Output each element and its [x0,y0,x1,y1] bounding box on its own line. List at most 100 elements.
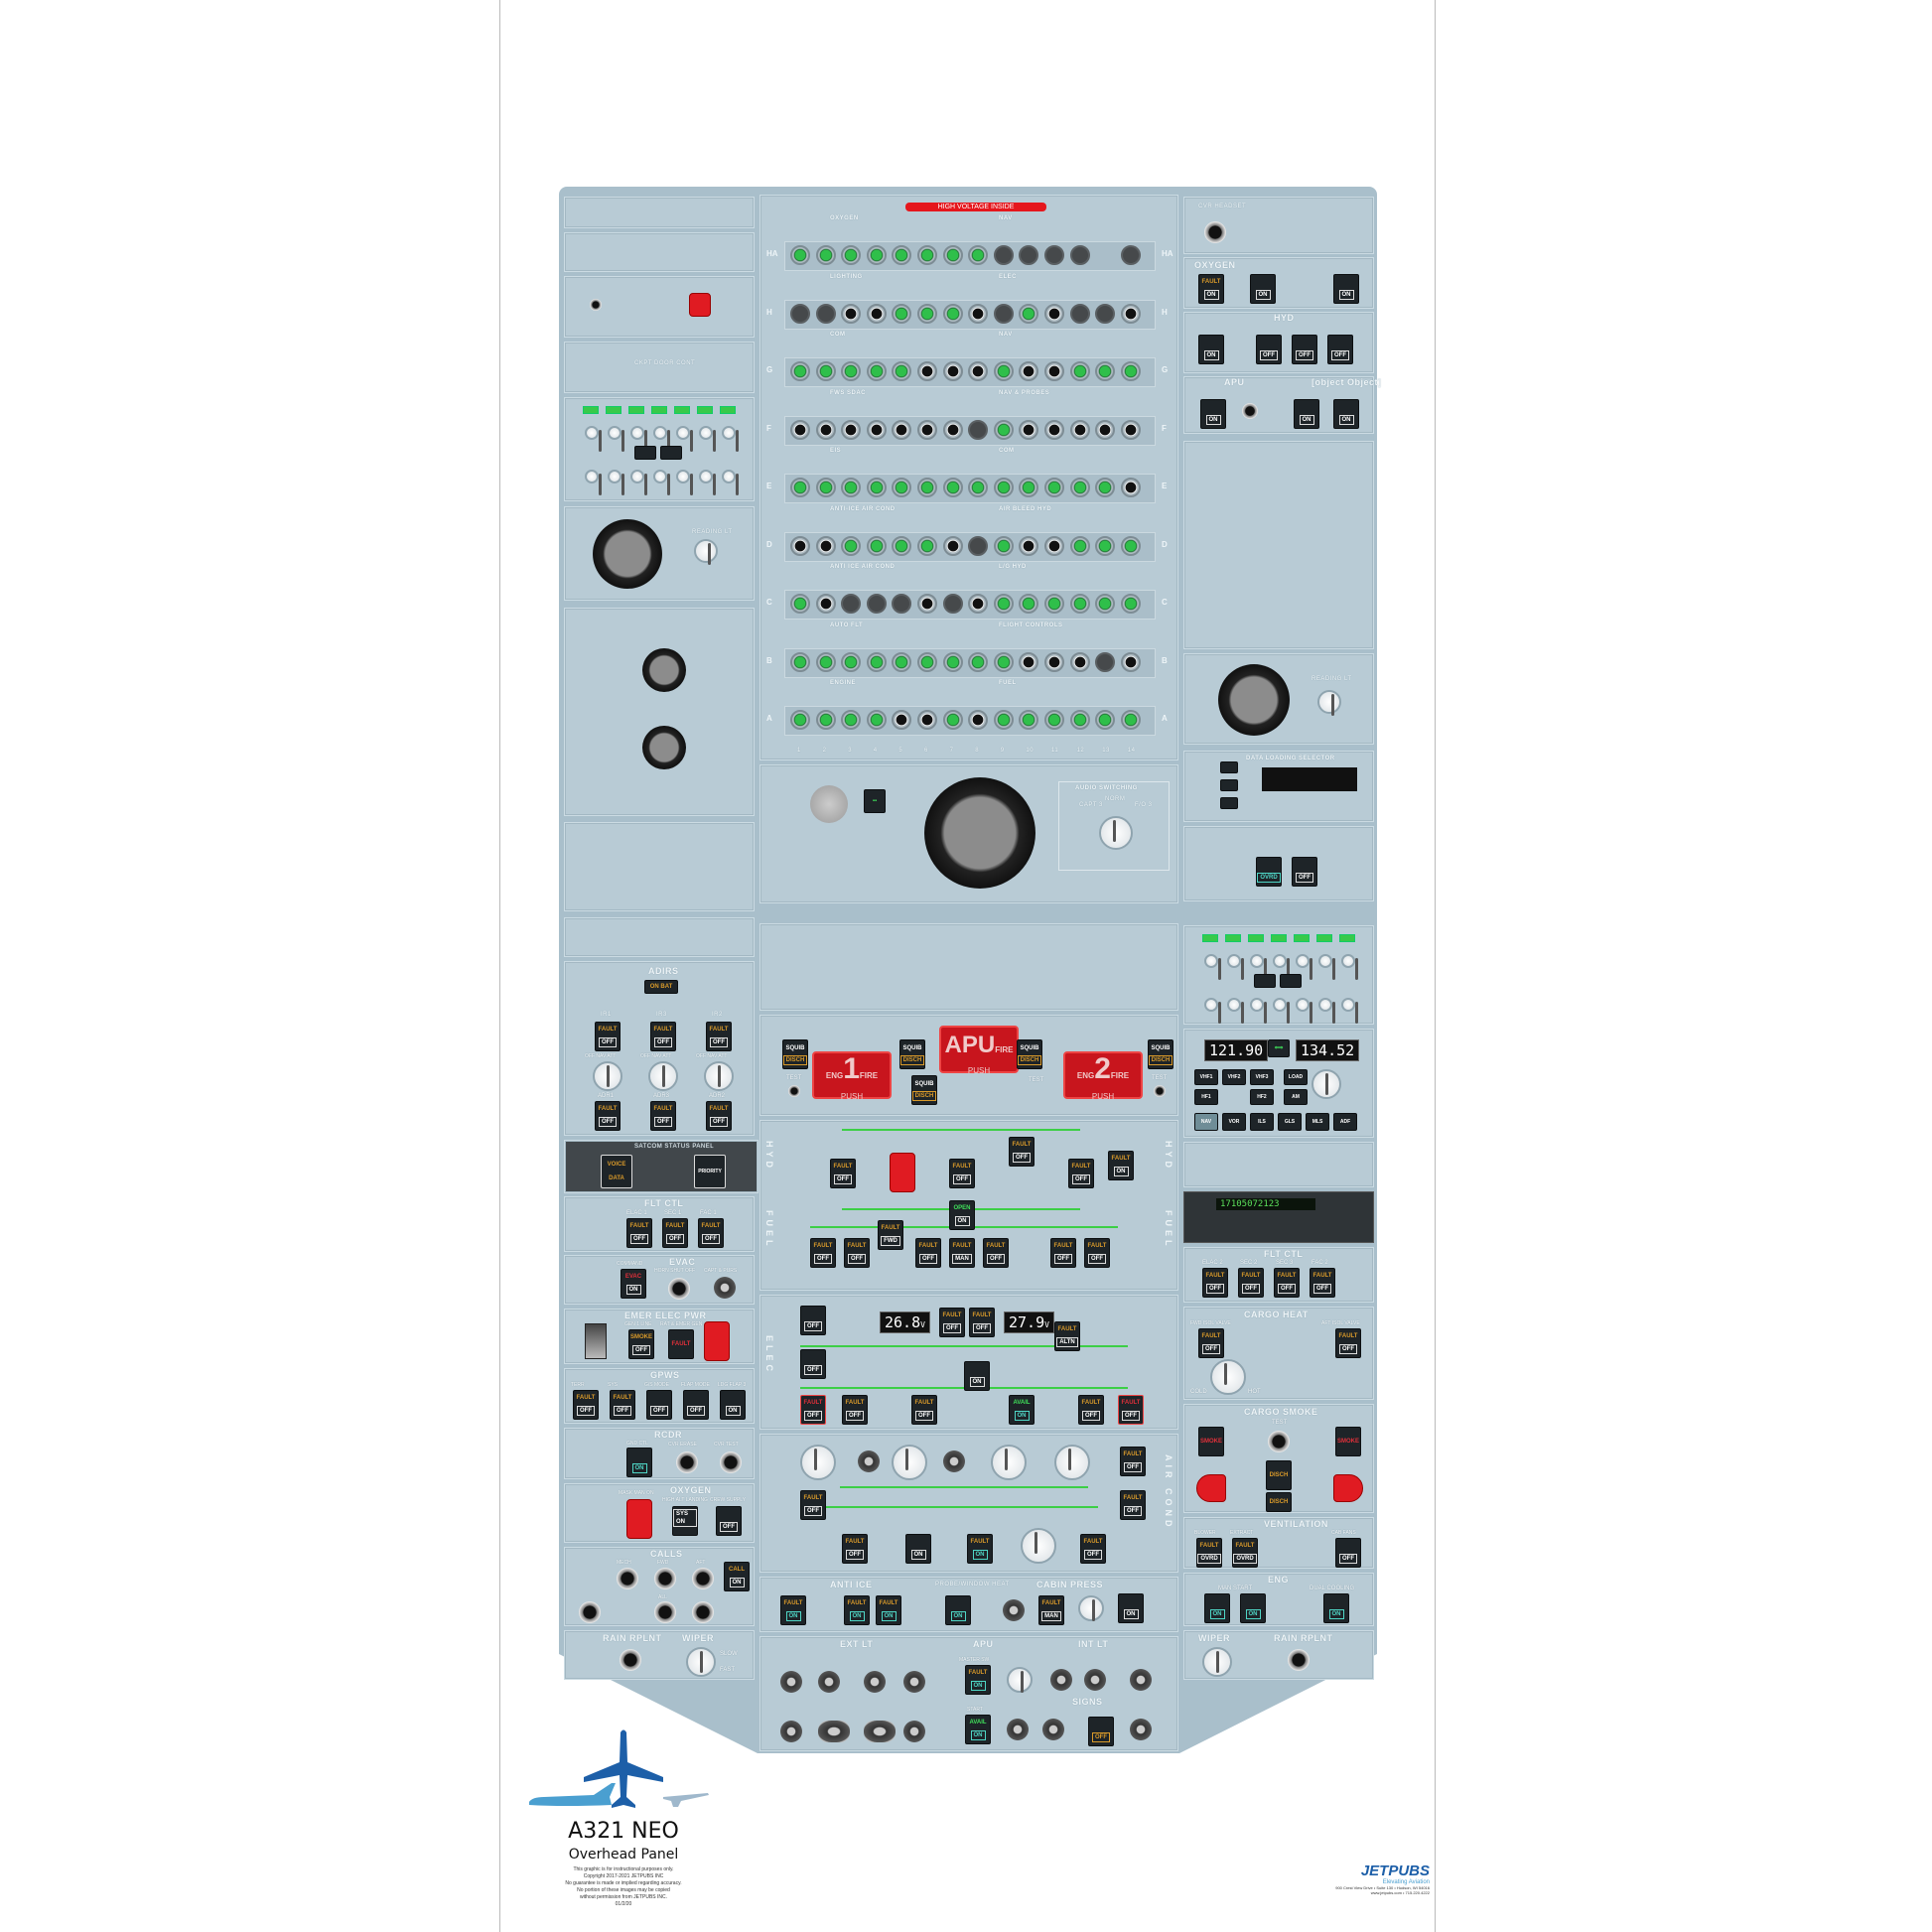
circuit-breaker-C6[interactable] [917,594,937,614]
adjust-knob[interactable] [630,470,647,495]
call-mech-button[interactable] [617,1568,638,1589]
rmp-key-load[interactable]: LOAD [1284,1069,1308,1085]
circuit-breaker-HA1[interactable] [790,245,810,265]
cockpit-voice-button[interactable]: ▪▪ [864,789,886,813]
circuit-breaker-G7[interactable] [942,361,963,381]
circuit-breaker-G11[interactable] [1044,361,1064,381]
gpws-g-s-mode-button[interactable]: OFF [646,1390,672,1420]
circuit-breaker-H5[interactable] [892,303,912,324]
ldg-elev-selector[interactable] [1078,1595,1104,1621]
rmp-key-am[interactable]: AM [1284,1089,1308,1105]
adjust-knob[interactable] [722,426,739,452]
circuit-breaker-B5[interactable] [892,651,912,672]
land-l-switch[interactable] [818,1721,850,1742]
man-on-guard[interactable] [704,1321,730,1361]
fwd-disch-guard[interactable] [1196,1474,1226,1502]
circuit-breaker-C7[interactable] [942,594,963,614]
bat1-button[interactable]: OFF [800,1306,826,1335]
circuit-breaker-B14[interactable] [1120,651,1141,672]
circuit-breaker-D7[interactable] [942,535,963,556]
circuit-breaker-A5[interactable] [892,710,912,730]
gnd-hf-datalink-button[interactable]: OVRD [1256,857,1282,887]
adjust-knob[interactable] [1341,998,1358,1024]
leak-meas-b-button[interactable]: OFF [1292,335,1317,364]
resource-button[interactable]: ON [1333,274,1359,304]
cargo-temp-selector[interactable] [1210,1359,1246,1395]
circuit-breaker-H14[interactable] [1120,303,1141,324]
circuit-breaker-F12[interactable] [1069,419,1090,440]
circuit-breaker-G12[interactable] [1069,361,1090,381]
circuit-breaker-G3[interactable] [841,361,862,381]
circuit-breaker-F5[interactable] [892,419,912,440]
adjust-knob[interactable] [1296,998,1312,1024]
cargo-smoke-test-button[interactable] [1268,1431,1290,1452]
cockpit-temp-selector[interactable] [892,1445,927,1480]
circuit-breaker-F1[interactable] [790,419,810,440]
adjust-knob[interactable] [1318,954,1335,980]
circuit-breaker-A9[interactable] [993,710,1014,730]
circuit-breaker-D2[interactable] [815,535,836,556]
capt-purs-switch[interactable] [714,1277,736,1299]
eng1-fadec-gnd-pwr-button[interactable]: ON [1294,399,1319,429]
circuit-breaker-C3[interactable] [841,594,862,614]
pack-flow-selector[interactable] [800,1445,836,1480]
reset-button[interactable] [1280,974,1302,988]
adjust-knob[interactable] [608,470,624,495]
adjust-knob[interactable] [1318,998,1335,1024]
cidls-button[interactable]: ON [1250,274,1276,304]
circuit-breaker-H4[interactable] [866,303,887,324]
fo-heater-switch[interactable] [943,1450,965,1472]
circuit-breaker-D8[interactable] [968,535,989,556]
adjust-knob[interactable] [653,470,670,495]
blue-pump-ovrd-button[interactable]: ON [1198,335,1224,364]
ptu-guard[interactable] [890,1153,915,1192]
circuit-breaker-H13[interactable] [1095,303,1116,324]
circuit-breaker-A7[interactable] [942,710,963,730]
circuit-breaker-A2[interactable] [815,710,836,730]
circuit-breaker-A6[interactable] [917,710,937,730]
circuit-breaker-E5[interactable] [892,478,912,497]
adjust-knob[interactable] [1250,954,1267,980]
adjust-knob[interactable] [653,426,670,452]
aft-disch-guard[interactable] [1333,1474,1363,1502]
loudspeaker-icon[interactable] [1218,664,1290,736]
circuit-breaker-E11[interactable] [1044,478,1064,497]
adjust-knob[interactable] [722,470,739,495]
circuit-breaker-H2[interactable] [815,303,836,324]
circuit-breaker-HA6[interactable] [917,245,937,265]
reset-button[interactable] [1254,974,1276,988]
emer-gen-test-guard[interactable] [585,1323,607,1359]
circuit-breaker-A3[interactable] [841,710,862,730]
circuit-breaker-C10[interactable] [1019,594,1039,614]
circuit-breaker-F11[interactable] [1044,419,1064,440]
ovhd-integ-lt-knob[interactable] [1007,1667,1033,1693]
adjust-knob[interactable] [585,470,602,495]
circuit-breaker-HA8[interactable] [968,245,989,265]
